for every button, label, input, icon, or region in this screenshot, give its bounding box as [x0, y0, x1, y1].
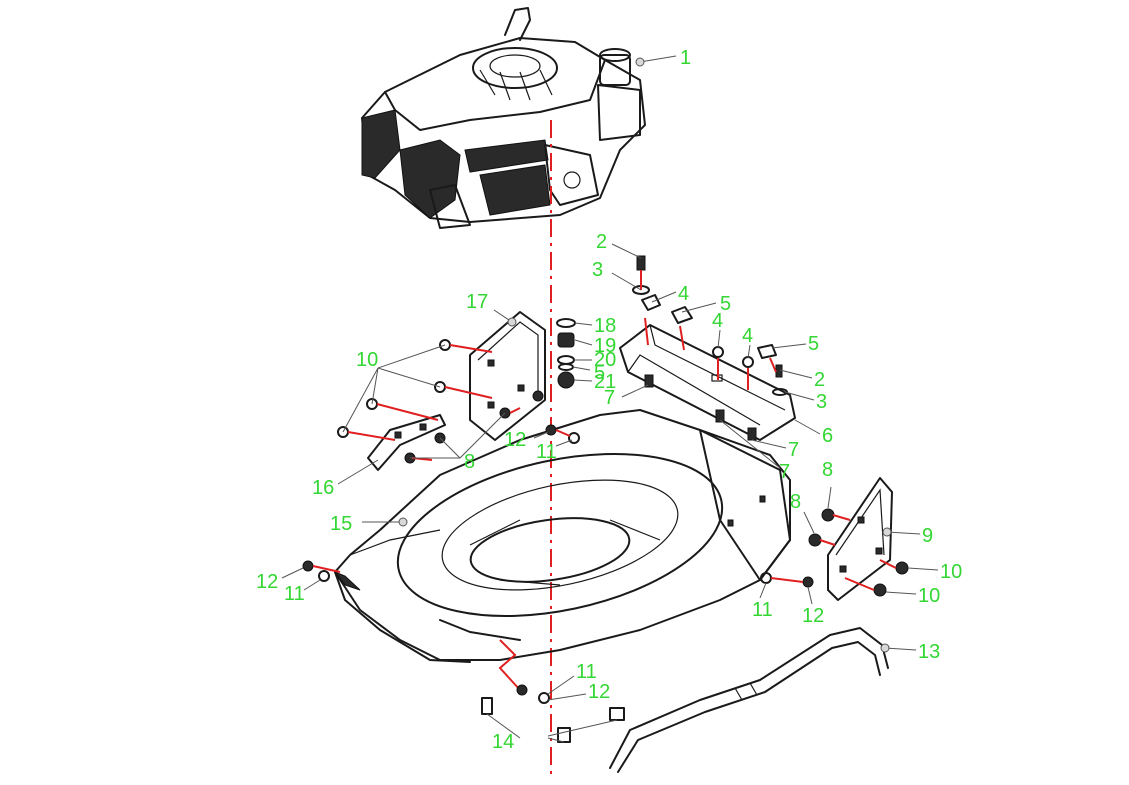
- front-left-hardware: [302, 424, 580, 582]
- handle-tube: [609, 627, 889, 773]
- callout-label: 11: [576, 661, 597, 683]
- left-rear-bracket: [367, 414, 446, 471]
- callouts: 1 2 3 4 5 4 4 5 2 3 6 7 7 7 18 19 20 5: [256, 47, 962, 753]
- callout-label: 21: [594, 371, 616, 393]
- callout-label: 15: [330, 513, 352, 535]
- callout-label: 2: [814, 369, 825, 391]
- callout-label: 10: [940, 561, 962, 583]
- callout-label: 12: [802, 605, 824, 627]
- callout-label: 13: [918, 641, 940, 663]
- callout-label: 12: [588, 681, 610, 703]
- callout-label: 11: [536, 441, 557, 463]
- callout-label: 6: [822, 425, 833, 447]
- callout-label: 5: [594, 362, 605, 384]
- engine-assembly: [361, 7, 646, 229]
- callout-label: 7: [788, 439, 799, 461]
- mower-deck: [333, 409, 791, 663]
- right-side-plate: [827, 477, 893, 601]
- callout-label: 8: [790, 491, 801, 513]
- callout-label: 12: [504, 429, 526, 451]
- callout-label: 3: [592, 259, 603, 281]
- right-hardware: [760, 508, 909, 597]
- bracket-hardware: [632, 255, 788, 441]
- callout-label: 17: [466, 291, 488, 313]
- callout-label: 4: [742, 325, 753, 347]
- callout-label: 11: [284, 583, 305, 605]
- callout-label: 5: [720, 293, 731, 315]
- callout-label: 18: [594, 315, 616, 337]
- left-side-plate: [469, 311, 546, 441]
- callout-label: 8: [464, 451, 475, 473]
- callout-label: 1: [680, 47, 691, 69]
- callout-label: 9: [922, 525, 933, 547]
- callout-label: 7: [604, 387, 615, 409]
- callout-label: 11: [752, 599, 773, 621]
- callout-label: 14: [492, 731, 514, 753]
- callout-label: 12: [256, 571, 278, 593]
- callout-label: 4: [712, 310, 723, 332]
- callout-label: 16: [312, 477, 334, 499]
- callout-label: 8: [822, 459, 833, 481]
- handle-bracket: [619, 324, 796, 441]
- callout-label: 2: [596, 231, 607, 253]
- callout-label: 5: [808, 333, 819, 355]
- callout-label: 20: [594, 349, 616, 371]
- callout-label: 10: [918, 585, 940, 607]
- callout-label: 3: [816, 391, 827, 413]
- callout-label: 7: [779, 461, 790, 483]
- blade-stack: [556, 318, 576, 389]
- callout-label: 19: [594, 335, 616, 357]
- callout-label: 4: [678, 283, 689, 305]
- callout-label: 10: [356, 349, 378, 371]
